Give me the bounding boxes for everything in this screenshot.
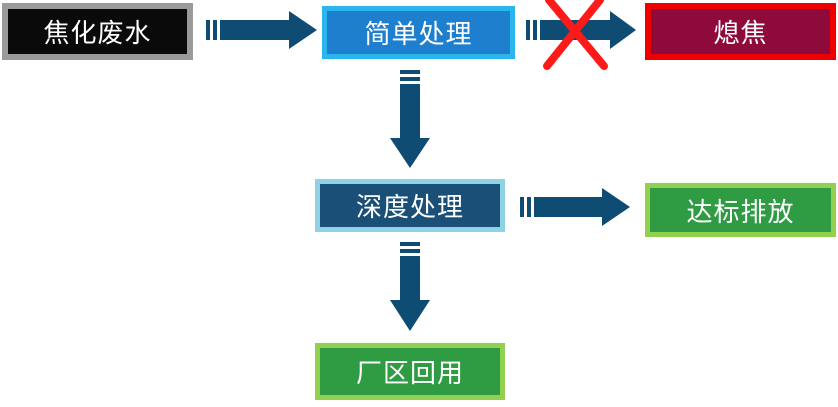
node-label: 深度处理: [355, 193, 464, 223]
node-label: 达标排放: [686, 197, 795, 228]
arrow-right-icon: [206, 11, 317, 49]
arrow-down-icon: [390, 70, 430, 168]
node-discharge-to-standard: 达标排放: [645, 183, 836, 237]
node-label: 厂区回用: [355, 359, 464, 389]
node-label: 焦化废水: [43, 19, 152, 49]
arrow-down-icon: [390, 242, 430, 331]
node-coke-quenching: 熄焦: [645, 3, 836, 60]
node-deep-treatment: 深度处理: [315, 179, 505, 232]
node-label: 简单处理: [364, 20, 473, 50]
node-label: 熄焦: [713, 19, 768, 49]
arrow-right-icon: [520, 188, 630, 226]
cross-icon: [543, 0, 608, 70]
node-simple-treatment: 简单处理: [322, 6, 515, 59]
node-coking-wastewater: 焦化废水: [2, 3, 193, 60]
node-plant-reuse: 厂区回用: [315, 343, 505, 400]
